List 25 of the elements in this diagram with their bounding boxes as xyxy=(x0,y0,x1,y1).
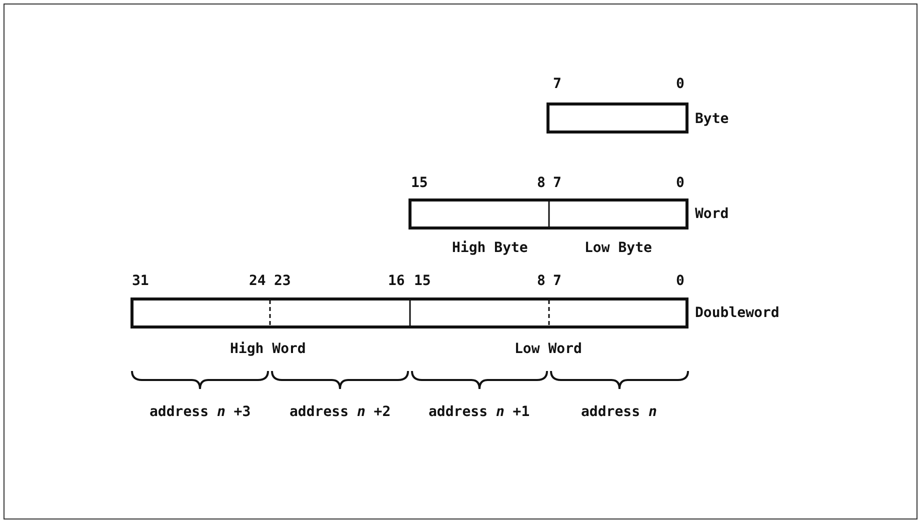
field-name: High Word xyxy=(230,341,306,357)
bit-number: 15 xyxy=(411,175,428,191)
bit-number: 8 xyxy=(537,175,546,191)
bit-number: 31 xyxy=(132,273,149,289)
register-name: Byte xyxy=(695,111,729,127)
bit-number: 7 xyxy=(553,76,562,92)
bit-number: 8 xyxy=(537,273,546,289)
address-label: address n xyxy=(581,404,657,420)
field-name: Low Word xyxy=(514,341,582,357)
address-label: address n +2 xyxy=(290,404,391,420)
register-name: Doubleword xyxy=(695,305,780,321)
bit-number: 0 xyxy=(676,175,684,191)
address-label: address n +3 xyxy=(150,404,251,420)
register-name: Word xyxy=(695,206,729,222)
bit-number: 7 xyxy=(553,273,562,289)
address-label: address n +1 xyxy=(428,404,530,420)
field-name: High Byte xyxy=(452,240,528,256)
field-name: Low Byte xyxy=(584,240,652,256)
bit-number: 23 xyxy=(274,273,291,289)
bit-number: 15 xyxy=(414,273,431,289)
bit-number: 0 xyxy=(676,76,684,92)
bit-number: 24 xyxy=(249,273,266,289)
bit-number: 0 xyxy=(676,273,684,289)
bit-number: 7 xyxy=(553,175,562,191)
bit-number: 16 xyxy=(388,273,405,289)
